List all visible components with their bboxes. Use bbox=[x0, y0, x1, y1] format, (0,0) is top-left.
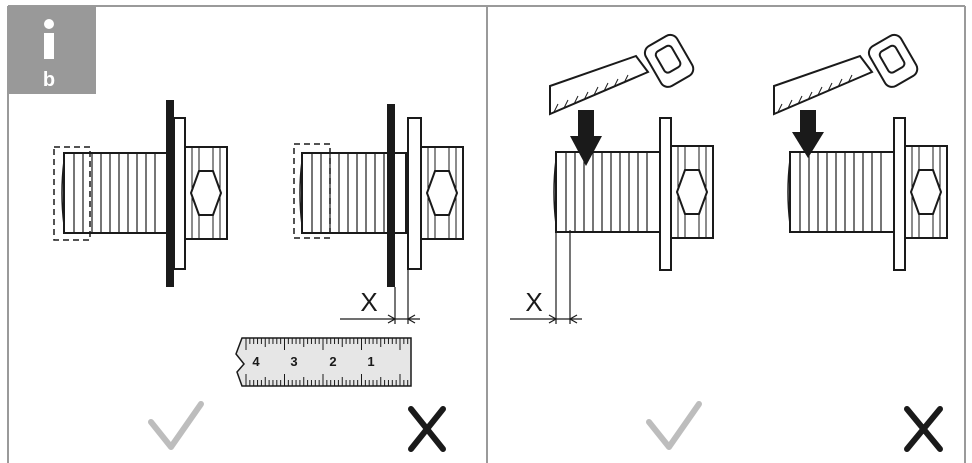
wall-panel bbox=[166, 100, 174, 287]
panel-measure: X 4 3 2 1 bbox=[53, 100, 464, 452]
check-icon bbox=[148, 401, 204, 450]
washer bbox=[173, 117, 186, 270]
fitting-thick-wall: X bbox=[293, 104, 464, 324]
fitting-thin-wall bbox=[53, 100, 228, 287]
info-badge: b bbox=[8, 6, 96, 94]
ruler: 4 3 2 1 bbox=[235, 337, 412, 387]
cut-zone-outline bbox=[293, 143, 331, 239]
saw-icon bbox=[773, 31, 922, 115]
badge-letter: b bbox=[43, 69, 55, 91]
washer bbox=[659, 117, 672, 271]
fitting-cut-wrong bbox=[773, 31, 948, 271]
info-icon bbox=[44, 19, 54, 29]
panel-cut: X bbox=[510, 31, 948, 452]
ruler-number: 1 bbox=[367, 354, 374, 369]
saw-icon bbox=[549, 31, 698, 115]
washer bbox=[407, 117, 422, 270]
check-icon bbox=[646, 401, 702, 450]
wall-panel bbox=[387, 104, 395, 287]
dimension-label: X bbox=[360, 287, 377, 317]
cross-icon bbox=[904, 406, 943, 452]
ruler-number: 3 bbox=[290, 354, 297, 369]
ruler-number: 4 bbox=[252, 354, 260, 369]
dimension-label: X bbox=[525, 287, 542, 317]
arrow-down-icon bbox=[570, 110, 602, 166]
fitting-cut-correct: X bbox=[510, 31, 714, 324]
washer bbox=[893, 117, 906, 271]
arrow-down-icon bbox=[792, 110, 824, 158]
dimension-x bbox=[340, 269, 420, 324]
cross-icon bbox=[408, 406, 446, 452]
ruler-number: 2 bbox=[329, 354, 336, 369]
dimension-x bbox=[510, 230, 582, 324]
cut-zone-outline bbox=[53, 146, 91, 241]
